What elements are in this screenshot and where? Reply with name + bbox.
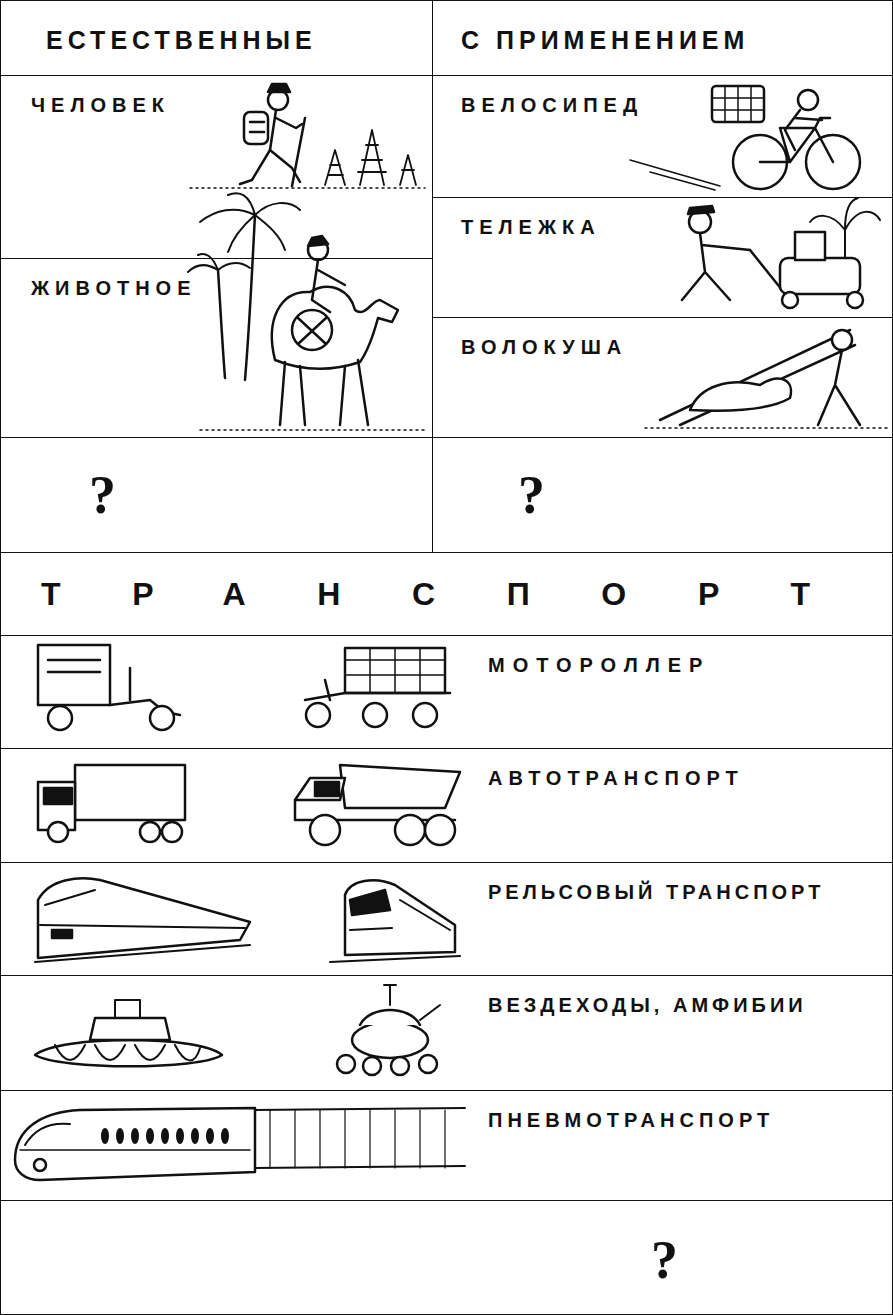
transport-row: ВЕЗДЕХОДЫ, АМФИБИИ bbox=[0, 975, 893, 1091]
question-cell: ? bbox=[0, 437, 433, 553]
question-cell: ? bbox=[0, 1200, 893, 1315]
column-header-label: С ПРИМЕНЕНИЕМ bbox=[461, 27, 749, 55]
scooter-trucks bbox=[38, 645, 450, 730]
porter-cart bbox=[682, 198, 880, 308]
trucks bbox=[38, 765, 460, 845]
transport-row: МОТОРОЛЛЕР bbox=[0, 635, 893, 749]
transport-row: АВТОТРАНСПОРТ bbox=[0, 748, 893, 863]
category-cell: ВОЛОКУША bbox=[432, 317, 893, 438]
column-header: ЕСТЕСТВЕННЫЕ bbox=[0, 0, 433, 76]
question-cell-label: ? bbox=[651, 1231, 678, 1290]
category-cell-label: ЖИВОТНОЕ bbox=[31, 277, 197, 299]
column-header-label: ЕСТЕСТВЕННЫЕ bbox=[46, 27, 317, 55]
camel-rider bbox=[188, 193, 425, 430]
hiker-figure bbox=[190, 84, 425, 188]
column-header: С ПРИМЕНЕНИЕМ bbox=[432, 0, 893, 76]
pneumatic-tube bbox=[15, 1108, 465, 1180]
trains bbox=[35, 878, 460, 962]
transport-row: ПНЕВМОТРАНСПОРТ bbox=[0, 1090, 893, 1201]
section-band-label: ТРАНСПОРТ bbox=[41, 577, 882, 612]
transport-row-label: АВТОТРАНСПОРТ bbox=[488, 767, 744, 789]
transport-row-label: РЕЛЬСОВЫЙ ТРАНСПОРТ bbox=[488, 881, 824, 903]
category-cell-label: ВОЛОКУША bbox=[461, 336, 627, 358]
question-cell-label: ? bbox=[89, 466, 116, 525]
category-cell-label: ТЕЛЕЖКА bbox=[461, 216, 601, 238]
category-cell-label: ЧЕЛОВЕК bbox=[31, 94, 170, 116]
category-cell-label: ВЕЛОСИПЕД bbox=[461, 94, 643, 116]
category-cell: ВЕЛОСИПЕД bbox=[432, 75, 893, 198]
hovercraft-rover bbox=[35, 985, 440, 1075]
category-cell: ТЕЛЕЖКА bbox=[432, 197, 893, 318]
category-cell: ЧЕЛОВЕК bbox=[0, 75, 433, 259]
category-cell: ЖИВОТНОЕ bbox=[0, 258, 433, 438]
question-cell: ? bbox=[432, 437, 893, 553]
travois-figure bbox=[645, 330, 888, 428]
question-cell-label: ? bbox=[518, 466, 545, 525]
transport-row-label: ПНЕВМОТРАНСПОРТ bbox=[488, 1109, 774, 1131]
transport-row-label: ВЕЗДЕХОДЫ, АМФИБИИ bbox=[488, 994, 807, 1016]
transport-row-label: МОТОРОЛЛЕР bbox=[488, 654, 710, 676]
bicycle-rider bbox=[630, 86, 860, 190]
transport-row: РЕЛЬСОВЫЙ ТРАНСПОРТ bbox=[0, 862, 893, 976]
section-band: ТРАНСПОРТ bbox=[0, 552, 893, 636]
